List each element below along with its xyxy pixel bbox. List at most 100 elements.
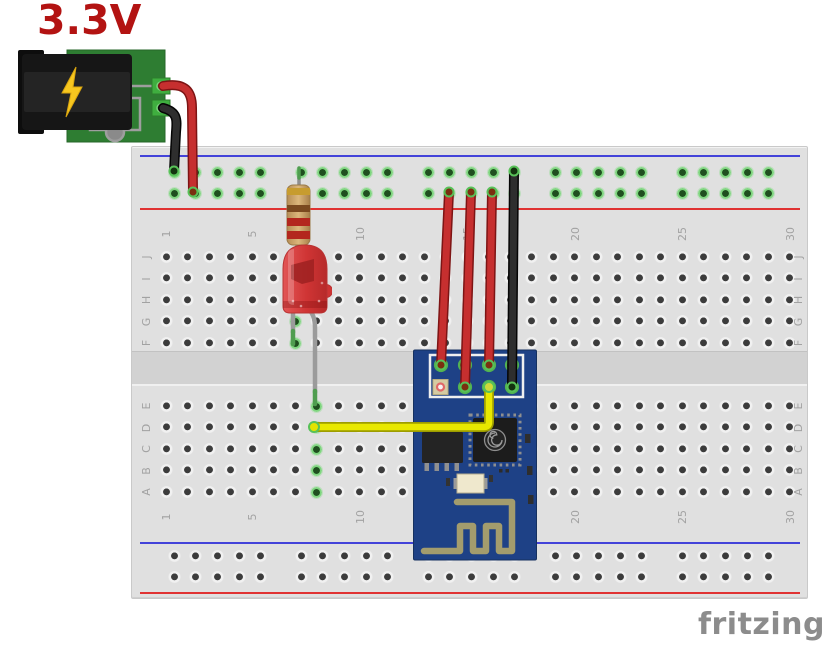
- breadboard-hole: [374, 485, 388, 499]
- breadboard-hole: [267, 442, 280, 456]
- top-rail-hole: [762, 186, 776, 200]
- top-rail-hole: [675, 165, 689, 179]
- bottom-rail-hole: [762, 570, 776, 584]
- breadboard-hole: [396, 464, 409, 477]
- breadboard-hole: [181, 293, 194, 307]
- breadboard-hole: [589, 485, 603, 499]
- breadboard-hole: [267, 250, 280, 264]
- breadboard-hole: [202, 315, 216, 328]
- smd-component: [499, 469, 503, 473]
- breadboard-hole: [353, 250, 366, 264]
- breadboard-hole: [675, 315, 689, 328]
- breadboard-hole: [632, 315, 646, 328]
- bottom-rail-hole: [548, 549, 562, 563]
- breadboard-hole: [783, 442, 796, 456]
- breadboard-hole-connected: [310, 464, 323, 477]
- breadboard-hole: [546, 442, 560, 456]
- breadboard-hole: [245, 464, 259, 477]
- top-rail-hole: [570, 165, 584, 179]
- breadboard-hole: [611, 272, 624, 285]
- breadboard-hole: [396, 399, 409, 413]
- breadboard-hole: [611, 442, 624, 456]
- breadboard-hole: [288, 421, 302, 434]
- breadboard-hole: [202, 464, 216, 477]
- breadboard-hole: [224, 250, 237, 264]
- breadboard-hole: [245, 399, 259, 413]
- breadboard-hole: [783, 315, 796, 328]
- breadboard-hole: [202, 421, 216, 434]
- breadboard-hole: [202, 250, 216, 264]
- bottom-rail-positive-line: [140, 592, 800, 594]
- breadboard-hole: [654, 293, 667, 307]
- breadboard-hole: [525, 293, 538, 307]
- breadboard-hole: [740, 442, 753, 456]
- breadboard-hole: [611, 421, 624, 434]
- breadboard-hole: [396, 250, 409, 264]
- breadboard-hole: [267, 485, 280, 499]
- bottom-rail-hole: [570, 570, 584, 584]
- bottom-rail-hole: [316, 549, 330, 563]
- breadboard-hole: [224, 315, 237, 328]
- breadboard-hole: [353, 485, 366, 499]
- breadboard-hole: [675, 421, 689, 434]
- breadboard-hole: [267, 293, 280, 307]
- breadboard-hole: [761, 485, 775, 499]
- pin1-marker: [435, 382, 446, 392]
- top-rail-hole: [591, 186, 605, 200]
- breadboard-hole: [181, 315, 194, 328]
- top-rail-hole: [316, 186, 330, 200]
- breadboard-hole: [697, 464, 710, 477]
- breadboard-hole: [697, 442, 710, 456]
- bottom-rail-hole: [697, 570, 711, 584]
- top-rail-hole: [548, 186, 562, 200]
- top-rail-hole: [337, 186, 351, 200]
- breadboard-hole: [181, 336, 194, 350]
- breadboard-hole: [740, 464, 753, 477]
- bottom-rail-hole: [675, 549, 689, 563]
- breadboard-hole: [245, 250, 259, 264]
- breadboard-hole: [245, 315, 259, 328]
- breadboard-hole: [675, 442, 689, 456]
- top-rail-hole: [337, 165, 351, 179]
- breadboard-hole: [697, 272, 710, 285]
- breadboard-hole: [718, 336, 732, 350]
- led: [282, 244, 332, 314]
- breadboard-hole: [783, 250, 796, 264]
- breadboard-hole: [675, 293, 689, 307]
- breadboard-hole: [761, 293, 775, 307]
- breadboard-hole: [568, 293, 581, 307]
- breadboard-hole: [632, 272, 646, 285]
- breadboard-hole: [740, 336, 753, 350]
- breadboard-hole-connected: [310, 485, 323, 499]
- breadboard-hole: [159, 421, 173, 434]
- breadboard-hole: [632, 464, 646, 477]
- breadboard-hole: [546, 336, 560, 350]
- resistor-band-gold: [287, 188, 310, 195]
- breadboard-hole: [288, 464, 302, 477]
- resistor-body: [286, 184, 311, 246]
- breadboard-hole: [546, 293, 560, 307]
- top-rail-hole: [381, 165, 395, 179]
- top-rail-hole: [232, 186, 246, 200]
- breadboard-hole: [611, 485, 624, 499]
- breadboard-hole: [697, 315, 710, 328]
- breadboard-hole: [740, 421, 753, 434]
- breadboard-hole: [374, 250, 388, 264]
- top-rail-hole: [421, 186, 435, 200]
- breadboard-hole: [224, 421, 237, 434]
- breadboard-hole: [374, 315, 388, 328]
- breadboard-hole: [525, 250, 538, 264]
- breadboard-hole: [224, 399, 237, 413]
- breadboard-hole: [159, 250, 173, 264]
- breadboard-hole: [740, 485, 753, 499]
- breadboard-hole: [718, 293, 732, 307]
- breadboard-hole: [568, 464, 581, 477]
- breadboard-hole: [331, 293, 345, 307]
- breadboard-hole: [675, 464, 689, 477]
- breadboard-hole: [632, 442, 646, 456]
- breadboard-hole: [267, 315, 280, 328]
- top-rail-hole: [210, 186, 224, 200]
- breadboard-hole: [611, 315, 624, 328]
- breadboard-hole: [568, 315, 581, 328]
